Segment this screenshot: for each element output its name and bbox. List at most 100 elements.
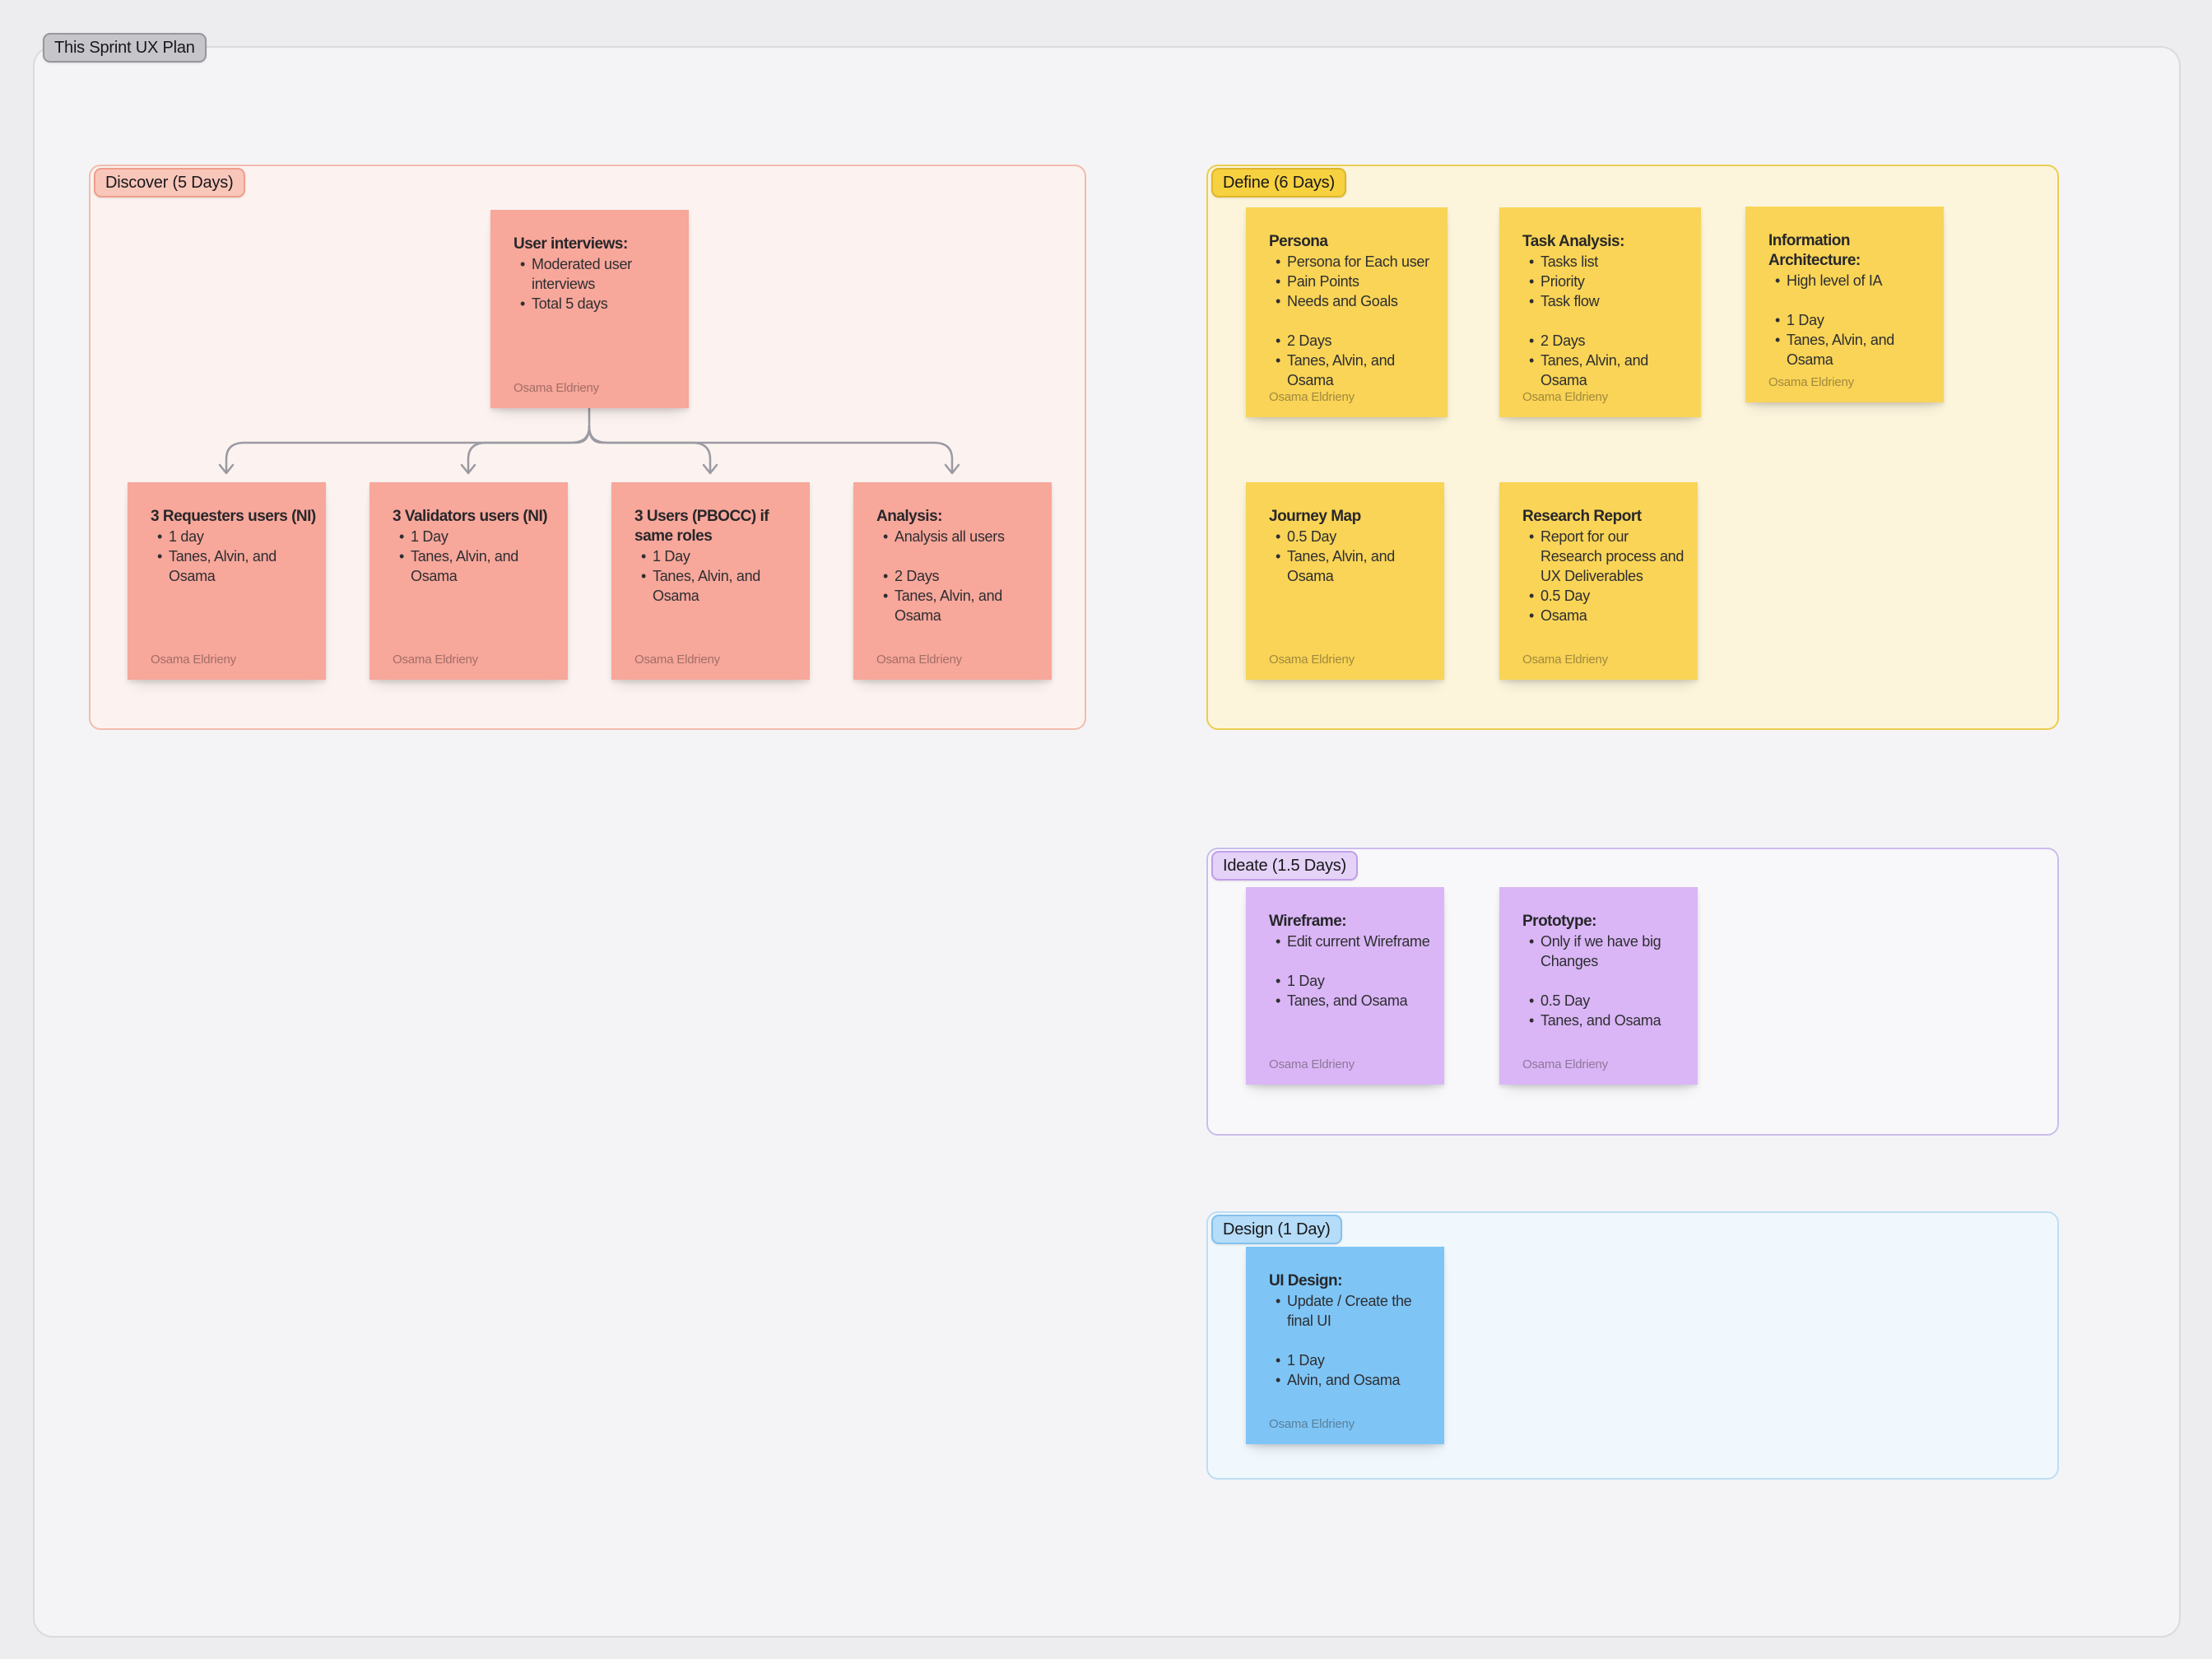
sticky-note-research-report[interactable]: Research Report Report for our Research … [1499, 482, 1698, 680]
note-bullet-list: 1 day Tanes, Alvin, and Osama [151, 527, 316, 586]
sticky-note-persona[interactable]: Persona Persona for Each user Pain Point… [1246, 207, 1448, 417]
note-bullet-list: High level of IA 1 Day Tanes, Alvin, and… [1768, 271, 1934, 369]
sticky-note-task-analysis[interactable]: Task Analysis: Tasks list Priority Task … [1499, 207, 1701, 417]
note-bullet-list: Only if we have big Changes 0.5 Day Tane… [1522, 932, 1688, 1030]
note-author: Osama Eldrieny [1269, 1417, 1355, 1431]
sticky-note-information-architecture[interactable]: Information Architecture: High level of … [1745, 207, 1944, 402]
bullet: 0.5 Day [1529, 991, 1688, 1011]
bullet: Tanes, and Osama [1276, 991, 1434, 1011]
bullet: Only if we have big Changes [1529, 932, 1688, 971]
bullet: 2 Days [1276, 331, 1438, 351]
note-title: Prototype: [1522, 913, 1597, 930]
sticky-note-ui-design[interactable]: UI Design: Update / Create the final UI … [1246, 1247, 1444, 1444]
note-title: Journey Map [1269, 508, 1361, 525]
note-author: Osama Eldrieny [876, 653, 962, 667]
bullet: Tasks list [1529, 252, 1691, 272]
bullet: Priority [1529, 272, 1691, 291]
bullet: 1 Day [1276, 1350, 1434, 1370]
note-author: Osama Eldrieny [393, 653, 478, 667]
bullet-spacer [1287, 311, 1438, 331]
bullet: 1 Day [1276, 971, 1434, 991]
bullet-spacer [895, 546, 1042, 566]
sticky-note-validators[interactable]: 3 Validators users (NI) 1 Day Tanes, Alv… [369, 482, 568, 680]
bullet: 1 Day [1775, 310, 1934, 330]
bullet: Report for our Research process and UX D… [1529, 527, 1688, 586]
note-bullet-list: Update / Create the final UI 1 Day Alvin… [1269, 1291, 1434, 1390]
bullet-spacer [1287, 1331, 1434, 1350]
bullet: Tanes, Alvin, and Osama [1276, 351, 1438, 390]
bullet: Tanes, Alvin, and Osama [641, 566, 800, 606]
sticky-note-prototype[interactable]: Prototype: Only if we have big Changes 0… [1499, 887, 1698, 1085]
bullet: Tanes, Alvin, and Osama [1276, 546, 1434, 586]
note-bullet-list: 0.5 Day Tanes, Alvin, and Osama [1269, 527, 1434, 586]
sticky-note-journey-map[interactable]: Journey Map 0.5 Day Tanes, Alvin, and Os… [1246, 482, 1444, 680]
sticky-note-user-interviews[interactable]: User interviews: Moderated user intervie… [490, 210, 689, 408]
board-title-badge[interactable]: This Sprint UX Plan [43, 33, 207, 63]
bullet: Edit current Wireframe [1276, 932, 1434, 951]
note-title: 3 Requesters users (NI) [151, 508, 316, 525]
note-bullet-list: 1 Day Tanes, Alvin, and Osama [634, 546, 800, 606]
bullet: Persona for Each user [1276, 252, 1438, 272]
section-define-label[interactable]: Define (6 Days) [1211, 168, 1346, 198]
bullet: Tanes, Alvin, and Osama [1529, 351, 1691, 390]
note-title: UI Design: [1269, 1272, 1342, 1290]
note-bullet-list: Persona for Each user Pain Points Needs … [1269, 252, 1438, 390]
bullet: Tanes, and Osama [1529, 1011, 1688, 1030]
bullet: 0.5 Day [1276, 527, 1434, 546]
note-title: Task Analysis: [1522, 233, 1624, 250]
bullet: 1 Day [399, 527, 558, 546]
section-discover-label[interactable]: Discover (5 Days) [94, 168, 245, 198]
note-author: Osama Eldrieny [1522, 1057, 1608, 1071]
bullet: Total 5 days [520, 294, 679, 314]
sticky-note-pbocc-users[interactable]: 3 Users (PBOCC) if same roles 1 Day Tane… [611, 482, 810, 680]
bullet-spacer [1540, 311, 1691, 331]
note-bullet-list: Report for our Research process and UX D… [1522, 527, 1688, 625]
bullet: 2 Days [1529, 331, 1691, 351]
note-bullet-list: Tasks list Priority Task flow 2 Days Tan… [1522, 252, 1691, 390]
note-title: Information Architecture: [1768, 232, 1861, 269]
note-author: Osama Eldrieny [1522, 653, 1608, 667]
note-title: Analysis: [876, 508, 942, 525]
section-ideate[interactable]: Ideate (1.5 Days) Wireframe: Edit curren… [1206, 848, 2059, 1136]
section-discover[interactable]: Discover (5 Days) User interviews: Moder… [89, 165, 1086, 730]
note-title: Persona [1269, 233, 1328, 250]
bullet: Tanes, Alvin, and Osama [399, 546, 558, 586]
bullet: 1 day [157, 527, 316, 546]
note-author: Osama Eldrieny [1269, 390, 1355, 404]
bullet: Update / Create the final UI [1276, 1291, 1434, 1331]
sticky-note-requesters[interactable]: 3 Requesters users (NI) 1 day Tanes, Alv… [128, 482, 326, 680]
section-define[interactable]: Define (6 Days) Persona Persona for Each… [1206, 165, 2059, 730]
section-ideate-label[interactable]: Ideate (1.5 Days) [1211, 851, 1359, 881]
note-bullet-list: Edit current Wireframe 1 Day Tanes, and … [1269, 932, 1434, 1011]
bullet: Alvin, and Osama [1276, 1370, 1434, 1390]
bullet: Pain Points [1276, 272, 1438, 291]
note-title: Research Report [1522, 508, 1642, 525]
section-design[interactable]: Design (1 Day) UI Design: Update / Creat… [1206, 1211, 2059, 1480]
bullet-spacer [1540, 971, 1688, 991]
note-author: Osama Eldrieny [1522, 390, 1608, 404]
bullet-spacer [1287, 951, 1434, 971]
note-author: Osama Eldrieny [1768, 375, 1854, 389]
bullet: 0.5 Day [1529, 586, 1688, 606]
bullet: Osama [1529, 606, 1688, 625]
bullet-spacer [1787, 290, 1934, 310]
section-design-label[interactable]: Design (1 Day) [1211, 1215, 1342, 1244]
bullet: Moderated user interviews [520, 254, 679, 294]
bullet: 1 Day [641, 546, 800, 566]
bullet: Tanes, Alvin, and Osama [157, 546, 316, 586]
note-author: Osama Eldrieny [634, 653, 720, 667]
sticky-note-analysis[interactable]: Analysis: Analysis all users 2 Days Tane… [853, 482, 1052, 680]
bullet: 2 Days [883, 566, 1042, 586]
bullet: Task flow [1529, 291, 1691, 311]
sticky-note-wireframe[interactable]: Wireframe: Edit current Wireframe 1 Day … [1246, 887, 1444, 1085]
bullet: Tanes, Alvin, and Osama [1775, 330, 1934, 369]
note-bullet-list: Moderated user interviews Total 5 days [514, 254, 679, 314]
bullet: Needs and Goals [1276, 291, 1438, 311]
note-bullet-list: Analysis all users 2 Days Tanes, Alvin, … [876, 527, 1042, 625]
note-title: User interviews: [514, 235, 628, 253]
note-author: Osama Eldrieny [1269, 653, 1355, 667]
note-author: Osama Eldrieny [151, 653, 236, 667]
bullet: Tanes, Alvin, and Osama [883, 586, 1042, 625]
note-title: 3 Validators users (NI) [393, 508, 548, 525]
